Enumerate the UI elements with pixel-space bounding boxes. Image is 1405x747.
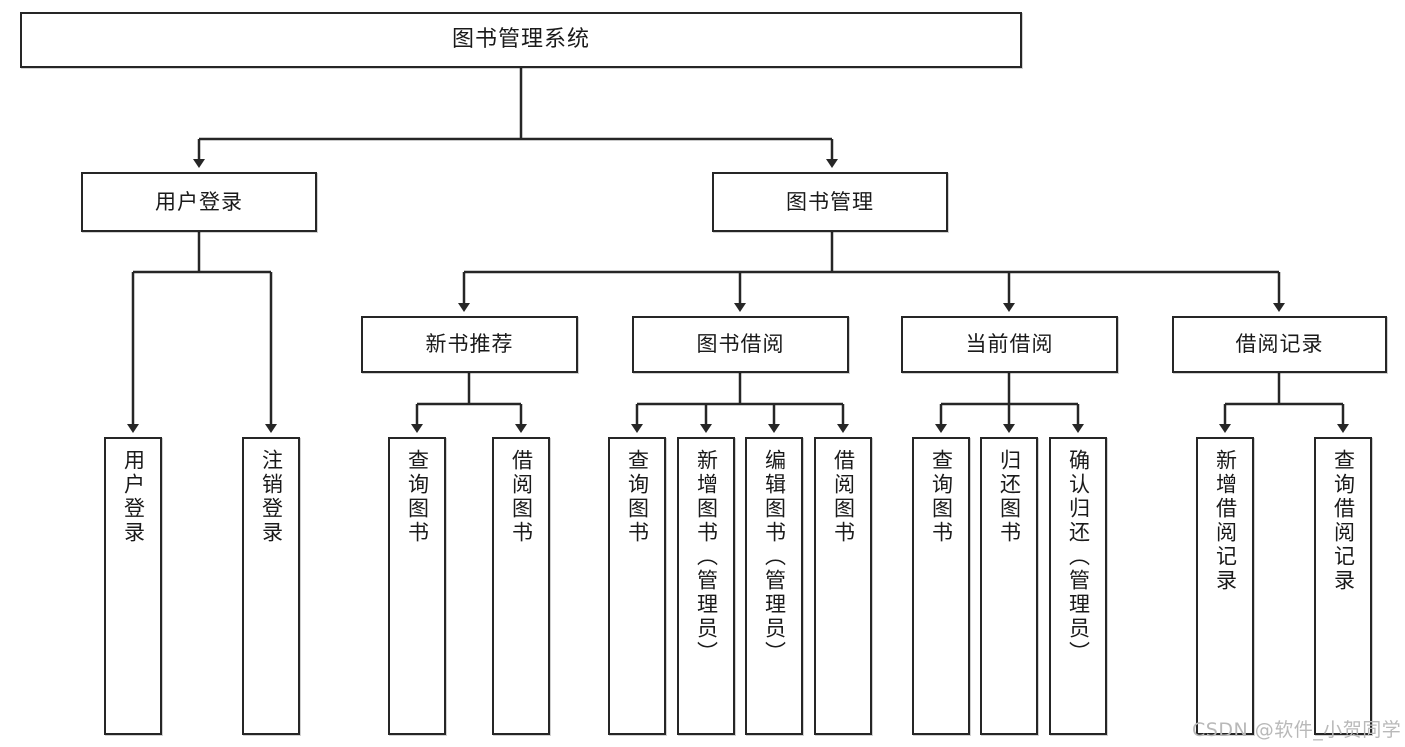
leaf-return-book[interactable]: 归还图书 xyxy=(980,437,1038,735)
node-borrow-record-label: 借阅记录 xyxy=(1235,332,1324,357)
node-new-book-recommend[interactable]: 新书推荐 xyxy=(361,316,578,373)
node-user-login-label: 用户登录 xyxy=(155,189,243,214)
leaf-edit-book-label: 编辑图书（管理员） xyxy=(762,449,787,665)
node-book-borrow[interactable]: 图书借阅 xyxy=(632,316,849,373)
leaf-query-book-2[interactable]: 查询图书 xyxy=(608,437,666,735)
node-book-manage-label: 图书管理 xyxy=(786,189,874,214)
node-user-login[interactable]: 用户登录 xyxy=(81,172,317,232)
node-root-label: 图书管理系统 xyxy=(451,27,590,53)
node-new-book-recommend-label: 新书推荐 xyxy=(425,332,514,357)
csdn-watermark: CSDN @软件_小贺同学 xyxy=(1192,719,1402,741)
leaf-add-record-label: 新增借阅记录 xyxy=(1213,449,1238,593)
leaf-borrow-book-2-label: 借阅图书 xyxy=(831,449,856,545)
leaf-edit-book[interactable]: 编辑图书（管理员） xyxy=(745,437,803,735)
leaf-query-record[interactable]: 查询借阅记录 xyxy=(1314,437,1372,735)
leaf-query-book-2-label: 查询图书 xyxy=(625,449,650,545)
node-borrow-record[interactable]: 借阅记录 xyxy=(1172,316,1387,373)
leaf-query-book-1-label: 查询图书 xyxy=(405,449,430,545)
leaf-add-book-label: 新增图书（管理员） xyxy=(694,449,719,665)
node-book-borrow-label: 图书借阅 xyxy=(696,332,785,357)
leaf-user-login-label: 用户登录 xyxy=(121,449,146,545)
leaf-confirm-return-label: 确认归还（管理员） xyxy=(1066,449,1091,665)
leaf-query-record-label: 查询借阅记录 xyxy=(1331,449,1356,593)
leaf-logout-label: 注销登录 xyxy=(259,449,284,545)
leaf-add-book[interactable]: 新增图书（管理员） xyxy=(677,437,735,735)
leaf-query-book-3[interactable]: 查询图书 xyxy=(912,437,970,735)
leaf-return-book-label: 归还图书 xyxy=(997,449,1022,545)
node-current-borrow[interactable]: 当前借阅 xyxy=(901,316,1118,373)
leaf-borrow-book-1-label: 借阅图书 xyxy=(509,449,534,545)
leaf-query-book-3-label: 查询图书 xyxy=(929,449,954,545)
leaf-confirm-return[interactable]: 确认归还（管理员） xyxy=(1049,437,1107,735)
node-root[interactable]: 图书管理系统 xyxy=(20,12,1022,68)
node-current-borrow-label: 当前借阅 xyxy=(965,332,1054,357)
leaf-query-book-1[interactable]: 查询图书 xyxy=(388,437,446,735)
leaf-borrow-book-1[interactable]: 借阅图书 xyxy=(492,437,550,735)
leaf-add-record[interactable]: 新增借阅记录 xyxy=(1196,437,1254,735)
node-book-manage[interactable]: 图书管理 xyxy=(712,172,948,232)
leaf-user-login[interactable]: 用户登录 xyxy=(104,437,162,735)
leaf-logout[interactable]: 注销登录 xyxy=(242,437,300,735)
leaf-borrow-book-2[interactable]: 借阅图书 xyxy=(814,437,872,735)
